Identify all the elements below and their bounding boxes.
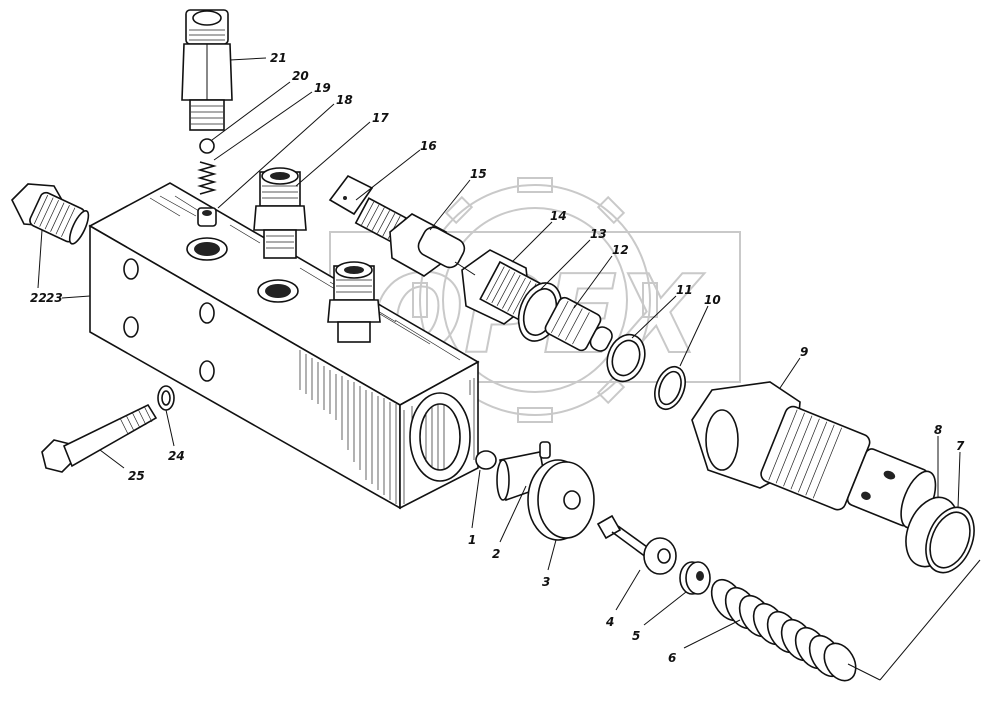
leader-lines (37, 57, 961, 649)
bolt-25 (41, 403, 158, 473)
label-11: 11 (676, 283, 693, 297)
ring-7 (925, 506, 975, 574)
label-13: 13 (590, 227, 607, 241)
spring-6 (710, 578, 857, 682)
nut-15 (389, 213, 466, 277)
label-9: 9 (800, 345, 808, 359)
housing-9 (691, 381, 937, 529)
label-16: 16 (420, 139, 437, 153)
label-5: 5 (632, 629, 640, 643)
cup-5 (679, 561, 711, 595)
pin-1 (475, 450, 497, 470)
label-10: 10 (704, 293, 721, 307)
valve-body (88, 182, 480, 510)
plug-22 (11, 183, 90, 245)
label-6: 6 (668, 651, 676, 665)
valve-4 (596, 514, 677, 575)
label-19: 19 (314, 81, 331, 95)
spring-19 (197, 161, 217, 195)
label-18: 18 (336, 93, 353, 107)
label-20: 20 (292, 69, 309, 83)
label-24: 24 (168, 449, 185, 463)
label-17: 17 (372, 111, 389, 125)
label-8: 8 (934, 423, 942, 437)
disc-3 (527, 459, 595, 541)
label-7: 7 (956, 439, 965, 453)
plunger-12 (544, 296, 613, 352)
label-1: 1 (468, 533, 476, 547)
label-22: 22 (30, 291, 47, 305)
washer-24 (157, 385, 175, 411)
ring-11 (606, 333, 646, 383)
label-4: 4 (605, 615, 614, 629)
label-15: 15 (470, 167, 487, 181)
label-25: 25 (128, 469, 145, 483)
label-14: 14 (550, 209, 567, 223)
ring-10 (654, 365, 686, 411)
fitting-17 (253, 167, 307, 259)
label-3: 3 (542, 575, 550, 589)
label-12: 12 (612, 243, 629, 257)
label-21: 21 (270, 51, 287, 65)
seat-18 (197, 207, 217, 227)
callout-labels: 21 20 19 18 17 16 15 14 13 12 11 10 9 8 … (30, 51, 965, 665)
label-23: 23 (46, 291, 63, 305)
fitting-21 (181, 9, 233, 131)
guide-lines (454, 261, 981, 681)
ball-20 (199, 138, 215, 154)
fitting-lower (327, 261, 381, 343)
label-2: 2 (492, 547, 500, 561)
